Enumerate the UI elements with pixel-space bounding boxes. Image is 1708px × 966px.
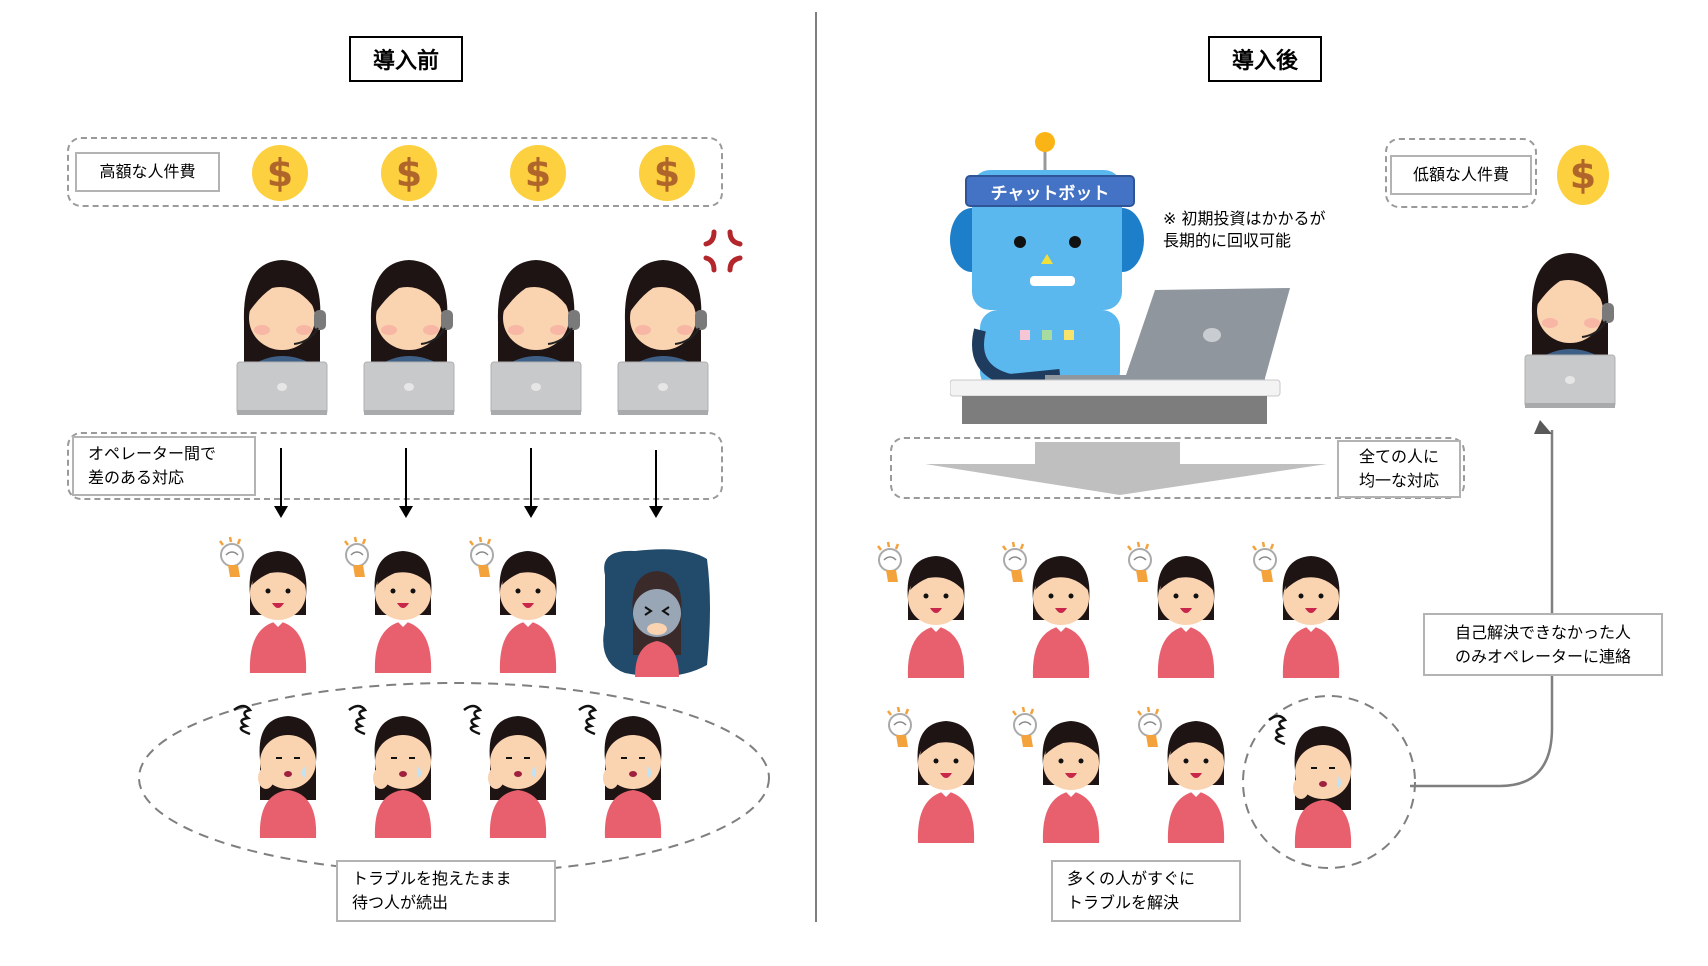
customer-idea-icon: [878, 705, 988, 845]
customer-idea-icon: [210, 535, 320, 675]
high-cost-group: [67, 137, 723, 207]
arrow-down-icon: [524, 448, 538, 518]
customer-idea-icon: [1128, 705, 1238, 845]
customer-troubled-icon: [220, 700, 330, 840]
customer-idea-icon: [460, 535, 570, 675]
customer-idea-icon: [1118, 540, 1228, 680]
after-title: 導入後: [1208, 36, 1322, 82]
customer-idea-icon: [335, 535, 445, 675]
operator-variance-label: オペレーター間で 差のある対応: [72, 436, 256, 496]
big-arrow-down-icon: [925, 442, 1327, 495]
operator-laughing-icon: [1520, 245, 1620, 415]
dollar-coin-icon: $: [1557, 145, 1609, 205]
customer-troubled-icon: [450, 700, 560, 840]
escalation-label: 自己解決できなかった人 のみオペレーターに連絡: [1423, 613, 1663, 676]
arrow-down-icon: [399, 448, 413, 518]
dollar-coin-icon: $: [639, 145, 695, 201]
arrow-down-icon: [649, 450, 663, 518]
anger-mark-icon: [703, 229, 743, 273]
customer-idea-icon: [1243, 540, 1353, 680]
customer-idea-icon: [1003, 705, 1113, 845]
customer-troubled-icon: [1255, 710, 1365, 850]
operator-smiling-icon: [359, 252, 459, 422]
investment-note: ※ 初期投資はかかるが 長期的に回収可能: [1163, 209, 1326, 250]
operator-angry-icon: [613, 252, 713, 422]
unresolved-circle: [1242, 695, 1416, 869]
resolved-label: 多くの人がすぐに トラブルを解決: [1051, 860, 1241, 922]
customer-troubled-icon: [565, 700, 675, 840]
low-cost-label: 低額な人件費: [1390, 155, 1532, 195]
customer-idea-icon: [868, 540, 978, 680]
operator-laughing-icon: [232, 252, 332, 422]
waiting-label: トラブルを抱えたまま 待つ人が続出: [336, 860, 556, 922]
chatbot-banner: チャットボット: [965, 175, 1135, 207]
arrow-down-icon: [274, 448, 288, 518]
before-title: 導入前: [349, 36, 463, 82]
operator-variance-group: [67, 432, 723, 500]
dollar-coin-icon: $: [510, 145, 566, 201]
section-divider: [815, 12, 817, 922]
uniform-response-label: 全ての人に 均一な対応: [1337, 440, 1461, 498]
customer-idea-icon: [993, 540, 1103, 680]
dollar-coin-icon: $: [252, 145, 308, 201]
customer-troubled-icon: [335, 700, 445, 840]
operator-smiling-icon: [486, 252, 586, 422]
customer-crying-icon: [595, 545, 715, 685]
dollar-coin-icon: $: [381, 145, 437, 201]
low-cost-group: [1385, 138, 1537, 208]
uniform-response-group: [890, 437, 1465, 499]
high-cost-label: 高額な人件費: [75, 152, 220, 192]
escalation-arrow: [1410, 420, 1554, 788]
